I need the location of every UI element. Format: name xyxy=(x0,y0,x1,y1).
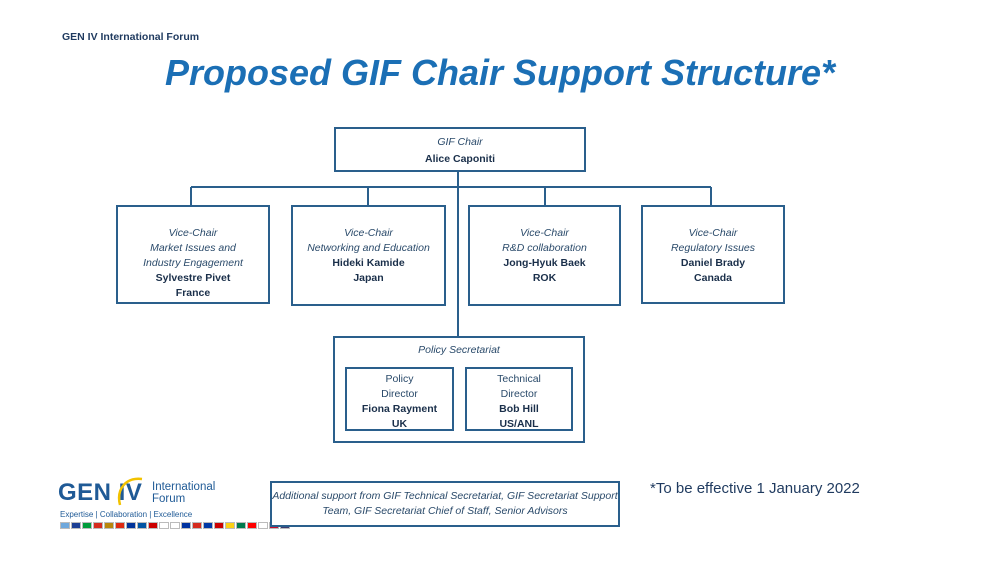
flag-icon xyxy=(181,522,191,529)
director-role: Technical xyxy=(497,373,541,385)
vice-chair-name: Jong-Hyuk Baek xyxy=(503,257,586,269)
vice-chair-country: ROK xyxy=(532,272,557,284)
vice-chair-box: Vice-Chair Market Issues and Industry En… xyxy=(116,205,270,304)
vice-chair-country: France xyxy=(175,287,211,299)
vice-chair-role: Vice-Chair xyxy=(168,227,218,239)
chair-name: Alice Caponiti xyxy=(424,153,495,165)
logo-gen-text: GEN IV xyxy=(58,479,143,506)
logo-swoosh-icon xyxy=(117,477,143,506)
flag-icon xyxy=(258,522,268,529)
flag-icon xyxy=(60,522,70,529)
flag-icon xyxy=(104,522,114,529)
logo-forum-line2: Forum xyxy=(152,493,186,505)
vice-chair-area: Regulatory Issues xyxy=(670,242,756,254)
flag-icon xyxy=(225,522,235,529)
flag-icon xyxy=(137,522,147,529)
gif-logo: GEN IV International Forum Expertise | C… xyxy=(58,477,290,537)
vice-chair-name: Hideki Kamide xyxy=(332,257,405,269)
director-name: Bob Hill xyxy=(499,403,539,415)
flag-icon xyxy=(126,522,136,529)
vice-chair-box: Vice-Chair Regulatory Issues Daniel Brad… xyxy=(641,205,785,304)
vice-chair-area: Market Issues and xyxy=(150,242,236,254)
vice-chair-role: Vice-Chair xyxy=(344,227,393,239)
director-role: Director xyxy=(381,388,418,400)
chair-role: GIF Chair xyxy=(437,136,483,148)
chair-box: GIF Chair Alice Caponiti xyxy=(334,127,586,172)
vice-chair-area: Networking and Education xyxy=(307,242,430,254)
director-country: UK xyxy=(391,418,408,430)
director-name: Fiona Rayment xyxy=(361,403,438,415)
flag-icon xyxy=(93,522,103,529)
director-role: Policy xyxy=(385,373,414,385)
secretariat-title: Policy Secretariat xyxy=(418,344,500,356)
vice-chair-name: Daniel Brady xyxy=(680,257,746,269)
logo-forum-text: International Forum xyxy=(152,481,215,505)
flag-icon xyxy=(236,522,246,529)
flag-icon xyxy=(71,522,81,529)
flag-icon xyxy=(192,522,202,529)
support-note-box: Additional support from GIF Technical Se… xyxy=(270,481,620,527)
flag-icon xyxy=(115,522,125,529)
vice-chair-box: Vice-Chair R&D collaboration Jong-Hyuk B… xyxy=(468,205,621,306)
flag-icon xyxy=(214,522,224,529)
vice-chair-role: Vice-Chair xyxy=(520,227,569,239)
flag-icon xyxy=(247,522,257,529)
flag-icon xyxy=(159,522,169,529)
vice-chair-role: Vice-Chair xyxy=(688,227,738,239)
flag-icon xyxy=(148,522,158,529)
vice-chair-area: R&D collaboration xyxy=(502,242,587,254)
vice-chair-area: Industry Engagement xyxy=(143,257,243,269)
secretariat-box: Policy Secretariat Policy Director Fiona… xyxy=(333,336,585,443)
support-note-text: Additional support from GIF Technical Se… xyxy=(272,490,618,517)
vice-chair-country: Japan xyxy=(353,272,384,284)
director-box: Technical Director Bob Hill US/ANL xyxy=(465,367,573,431)
vice-chair-country: Canada xyxy=(694,272,732,284)
effective-note: *To be effective 1 January 2022 xyxy=(650,480,860,497)
flag-icon xyxy=(82,522,92,529)
logo-tagline: Expertise | Collaboration | Excellence xyxy=(60,510,193,519)
member-flags xyxy=(60,522,290,529)
flag-icon xyxy=(203,522,213,529)
header-org: GEN IV International Forum xyxy=(62,31,200,43)
vice-chair-name: Sylvestre Pivet xyxy=(155,272,231,284)
vice-chair-box: Vice-Chair Networking and Education Hide… xyxy=(291,205,446,306)
flag-icon xyxy=(170,522,180,529)
page-title: Proposed GIF Chair Support Structure* xyxy=(164,52,836,93)
director-role: Director xyxy=(500,388,538,400)
director-country: US/ANL xyxy=(499,418,539,430)
logo-forum-line1: International xyxy=(152,481,216,493)
director-box: Policy Director Fiona Rayment UK xyxy=(345,367,454,431)
